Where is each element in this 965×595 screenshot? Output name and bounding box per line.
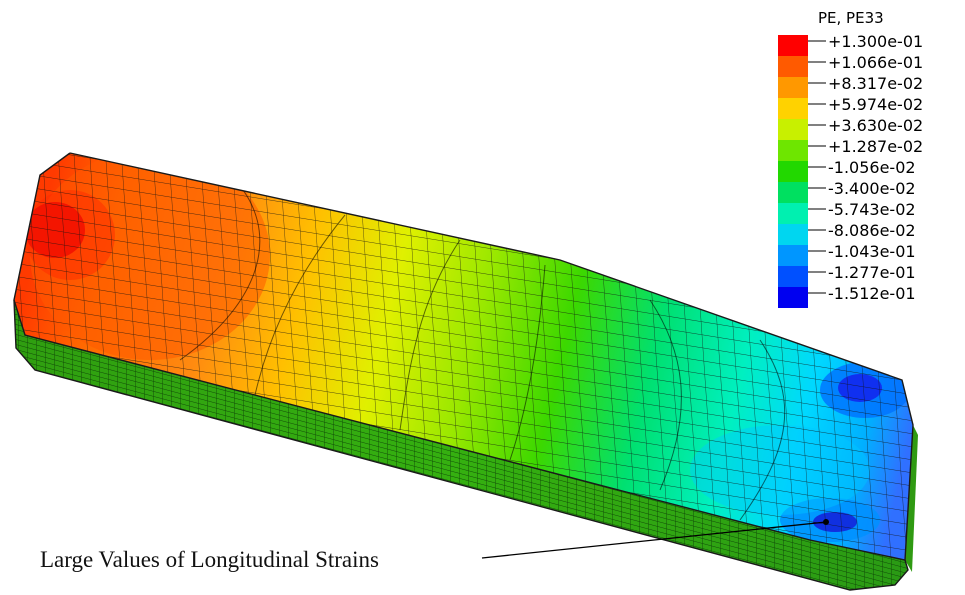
legend-swatch bbox=[778, 35, 808, 56]
legend-swatch bbox=[778, 98, 808, 119]
legend-title: PE, PE33 bbox=[818, 9, 884, 27]
callout-text: Large Values of Longitudinal Strains bbox=[40, 547, 379, 572]
legend-swatch bbox=[778, 266, 808, 287]
legend-label: +3.630e-02 bbox=[828, 116, 923, 135]
legend-swatch bbox=[778, 287, 808, 308]
legend-label: -1.043e-01 bbox=[828, 242, 916, 261]
beam-outline bbox=[13, 152, 914, 591]
legend-swatch bbox=[778, 182, 808, 203]
beam-side-face bbox=[14, 300, 918, 590]
legend-label: -1.056e-02 bbox=[828, 158, 916, 177]
legend-swatch bbox=[778, 224, 808, 245]
callout-target-dot bbox=[823, 519, 829, 525]
legend-label: -3.400e-02 bbox=[828, 179, 916, 198]
legend-swatch bbox=[778, 161, 808, 182]
legend-label: -8.086e-02 bbox=[828, 221, 916, 240]
legend-swatch bbox=[778, 245, 808, 266]
legend-label: +1.300e-01 bbox=[828, 32, 923, 51]
legend-swatch bbox=[778, 77, 808, 98]
legend-swatch bbox=[778, 203, 808, 224]
legend-label: +1.287e-02 bbox=[828, 137, 923, 156]
legend-label: +1.066e-01 bbox=[828, 53, 923, 72]
legend-label: -1.512e-01 bbox=[828, 284, 916, 303]
legend-label: -5.743e-02 bbox=[828, 200, 916, 219]
legend-swatch bbox=[778, 56, 808, 77]
legend-swatch bbox=[778, 119, 808, 140]
legend-label: -1.277e-01 bbox=[828, 263, 916, 282]
legend-label: +5.974e-02 bbox=[828, 95, 923, 114]
contour-lines bbox=[179, 179, 786, 521]
color-legend: PE, PE33 +1.300e-01 +1.066e-01 +8.317e-02 +… bbox=[778, 9, 923, 308]
legend-label: +8.317e-02 bbox=[828, 74, 923, 93]
strain-callout: Large Values of Longitudinal Strains bbox=[40, 519, 829, 572]
legend-swatch bbox=[778, 140, 808, 161]
callout-leader-line bbox=[481, 521, 827, 559]
